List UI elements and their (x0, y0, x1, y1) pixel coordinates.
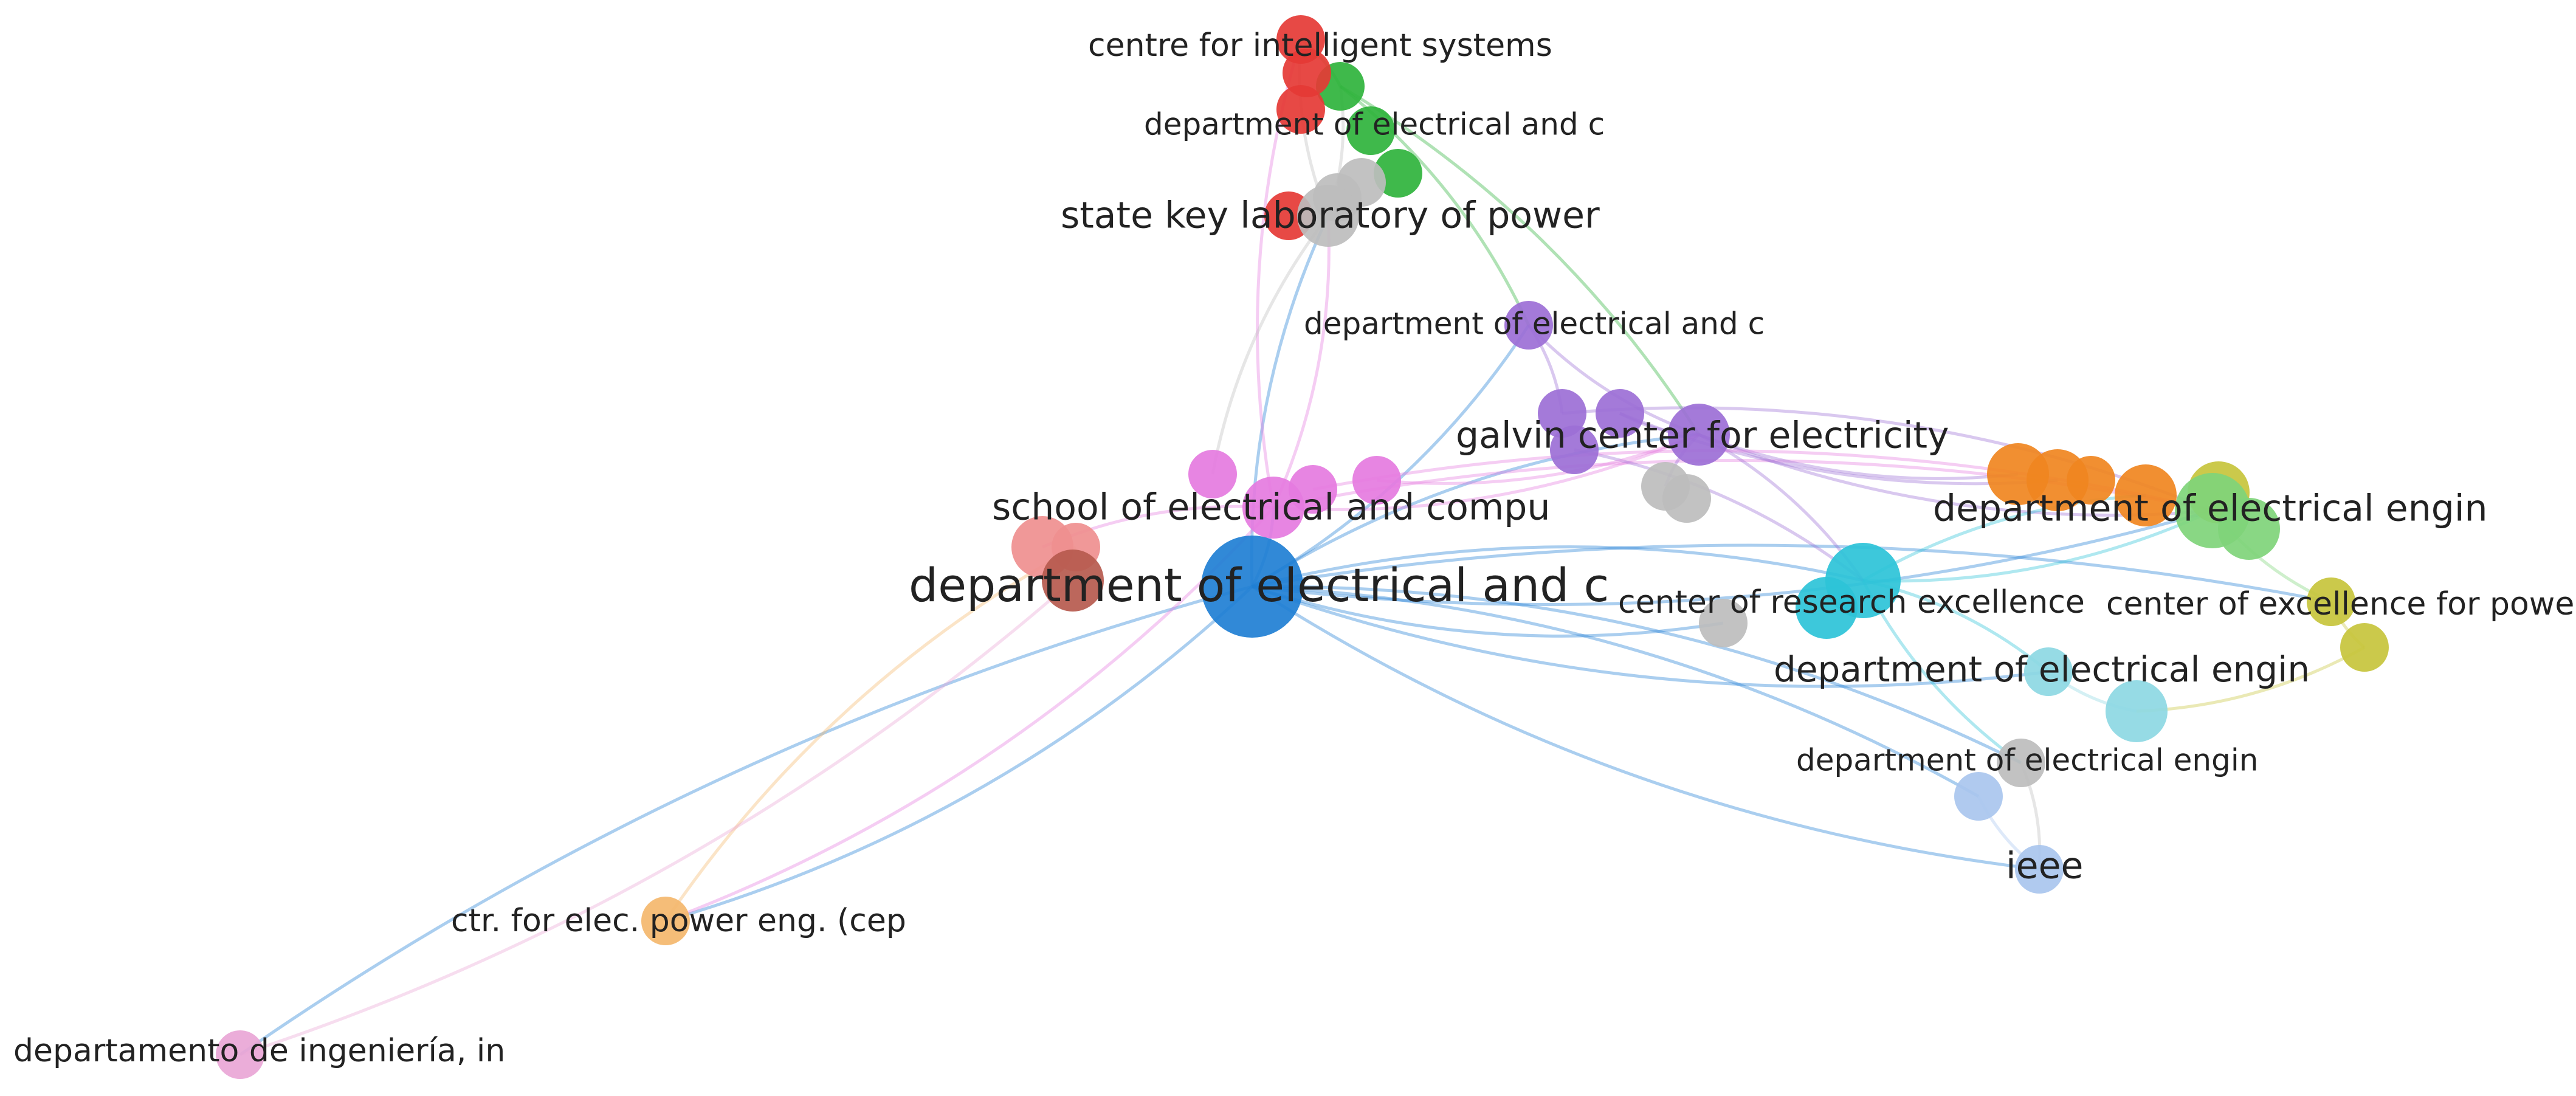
edge-dept-ece-main-dept-ece-2 (1251, 324, 1531, 588)
edge-school-ece-state-key-lab (1272, 215, 1331, 509)
node-dept-ece-main[interactable] (1201, 536, 1303, 638)
node-galvin-center[interactable] (1668, 404, 1730, 466)
node-label-center-research-excellence: center of research excellence (1618, 584, 2085, 621)
node-n-orange-2[interactable] (2027, 449, 2089, 511)
edge-dept-ece-main-center-excellence-power (1252, 543, 2332, 604)
edge-departamento-ingenieria-n-brown-1 (239, 579, 1074, 1056)
node-label-dept-ee-3: department of electrical engin (1796, 743, 2258, 778)
edge-dept-ece-main-departamento-ingenieria (239, 585, 1253, 1056)
edge-n-purple-2-dept-ee-1 (1562, 406, 2213, 512)
node-center-excellence-power[interactable] (2307, 577, 2355, 626)
node-n-pink-2[interactable] (1188, 450, 1237, 498)
node-label-dept-ece-2: department of electrical and c (1304, 306, 1765, 342)
node-n-olive-3[interactable] (2340, 623, 2389, 672)
node-label-ieee: ieee (2006, 845, 2083, 887)
node-n-grey-5[interactable] (1662, 474, 1711, 523)
node-n-grey-6[interactable] (1699, 599, 1748, 647)
node-label-departamento-ingenieria: departamento de ingeniería, in (13, 1033, 505, 1069)
node-label-centre-intelligent-systems: centre for intelligent systems (1088, 27, 1552, 64)
node-label-dept-ece-1: department of electrical and c (1144, 107, 1605, 142)
node-dept-ee-3[interactable] (1997, 739, 2045, 787)
node-departamento-ingenieria[interactable] (216, 1030, 264, 1079)
node-dept-ee-2[interactable] (2024, 647, 2073, 696)
node-n-purple-4[interactable] (1550, 426, 1599, 474)
node-label-ctr-elec-power: ctr. for elec. power eng. (cep (451, 903, 906, 939)
edge-school-ece-ctr-elec-power (665, 506, 1275, 923)
edge-dept-ece-main-n-grey-6 (1252, 585, 1724, 638)
node-label-state-key-lab: state key laboratory of power (1061, 195, 1600, 237)
node-ctr-elec-power[interactable] (641, 897, 690, 945)
node-n-green-3[interactable] (1374, 149, 1422, 198)
nodes-layer (216, 15, 2389, 1079)
edge-dept-ece-main-ieee (1251, 585, 2040, 871)
node-n-lightcyan-2[interactable] (2106, 680, 2168, 742)
edge-dept-ece-main-dept-ee-2 (1252, 585, 2049, 688)
edge-dept-ece-main-n-lightblue-2 (1252, 585, 1980, 798)
edge-dept-ece-main-galvin-center (1251, 433, 1700, 588)
node-n-brown-1[interactable] (1042, 550, 1104, 612)
node-n-green-2[interactable] (1346, 106, 1395, 155)
node-school-ece[interactable] (1242, 477, 1304, 539)
edge-dept-ece-main-state-key-lab (1250, 215, 1330, 587)
node-n-orange-4[interactable] (2115, 464, 2177, 526)
labels-layer: centre for intelligent systems department… (13, 27, 2576, 1069)
edge-galvin-center-n-orange-1 (1698, 433, 2019, 480)
edge-ctr-elec-power-n-salmon-2 (664, 545, 1077, 922)
node-n-red-2[interactable] (1283, 49, 1331, 97)
node-state-key-lab[interactable] (1297, 185, 1359, 247)
node-dept-ee-1[interactable] (2175, 473, 2250, 548)
node-dept-ece-2[interactable] (1504, 301, 1553, 350)
edge-n-pink-4-galvin-center (1376, 433, 1700, 485)
node-center-research-excellence[interactable] (1825, 543, 1901, 618)
node-label-dept-ece-main: department of electrical and c (909, 558, 1609, 612)
node-n-pink-4[interactable] (1352, 456, 1401, 505)
edge-school-ece-galvin-center (1273, 433, 1700, 511)
node-label-dept-ee-1: department of electrical engin (1933, 488, 2488, 530)
edge-dept-ece-main-dept-ee-1 (1252, 509, 2213, 606)
node-n-red-3[interactable] (1276, 85, 1325, 134)
edge-dept-ece-1-galvin-center (1339, 84, 1701, 436)
edge-n-olive-3-n-lightcyan-2 (2136, 646, 2366, 713)
node-label-galvin-center: galvin center for electricity (1456, 415, 1949, 457)
edge-dept-ece-main-dept-ee-3 (1252, 585, 2022, 765)
edge-n-purple-4-center-research-excellence (1574, 448, 1864, 582)
edge-center-research-excellence-dept-ee-1 (1862, 509, 2214, 583)
node-n-lightblue-2[interactable] (1954, 772, 2003, 821)
edge-dept-ece-main-center-research-excellence (1252, 545, 1864, 588)
node-label-dept-ee-2: department of electrical engin (1774, 649, 2310, 690)
edges-layer (239, 38, 2366, 1056)
edge-state-key-lab-n-pink-2 (1211, 215, 1329, 475)
node-ieee[interactable] (2015, 845, 2064, 894)
edge-dept-ece-main-ctr-elec-power (665, 585, 1253, 923)
node-n-purple-3[interactable] (1596, 389, 1644, 438)
node-label-school-ece: school of electrical and compu (992, 486, 1550, 529)
node-label-center-excellence-power: center of excellence for power (2106, 586, 2576, 622)
